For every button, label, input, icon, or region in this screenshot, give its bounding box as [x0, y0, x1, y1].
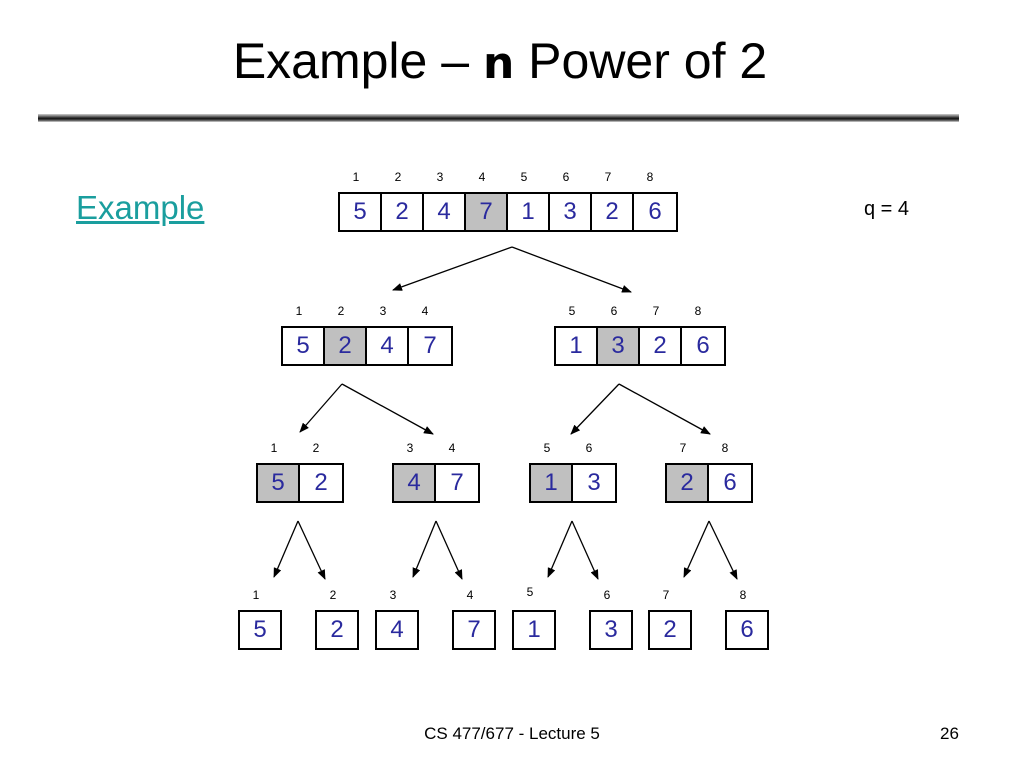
- slide-title: Example – n Power of 2: [0, 26, 1000, 99]
- cell-p34-1: 7: [436, 465, 478, 501]
- example-link[interactable]: Example: [76, 189, 205, 226]
- cell-p12-1: 2: [300, 465, 342, 501]
- arrow-root-right: [511, 246, 632, 293]
- index-label-p12-1: 2: [312, 441, 320, 455]
- index-label-root-1: 2: [394, 170, 402, 184]
- cell-right-2: 2: [640, 328, 682, 364]
- leaf-index-1: 1: [252, 588, 260, 602]
- cell-right-0: 1: [556, 328, 598, 364]
- index-label-root-6: 7: [604, 170, 612, 184]
- leaf-index-3: 3: [389, 588, 397, 602]
- leaf-cell-2: 2: [315, 610, 359, 650]
- leaf-cell-7: 2: [648, 610, 692, 650]
- leaf-index-8: 8: [739, 588, 747, 602]
- cell-p56-0: 1: [531, 465, 573, 501]
- index-label-root-4: 5: [520, 170, 528, 184]
- arrow-root-left: [392, 246, 513, 291]
- leaf-index-2: 2: [329, 588, 337, 602]
- index-label-p56-1: 6: [585, 441, 593, 455]
- cell-p78-1: 6: [709, 465, 751, 501]
- leaf-cell-6: 3: [589, 610, 633, 650]
- cell-root-6: 2: [592, 194, 634, 230]
- cell-left-3: 7: [409, 328, 451, 364]
- index-label-left-2: 3: [379, 304, 387, 318]
- index-label-p56-0: 5: [543, 441, 551, 455]
- cell-root-1: 2: [382, 194, 424, 230]
- arrow-p12-leaf2: [297, 520, 326, 580]
- cell-root-4: 1: [508, 194, 550, 230]
- title-suffix: Power of 2: [514, 33, 768, 89]
- cell-right-3: 6: [682, 328, 724, 364]
- arrow-p56-leaf5: [547, 520, 573, 578]
- arrow-right-p56: [570, 383, 620, 435]
- cell-root-2: 4: [424, 194, 466, 230]
- title-n: n: [482, 38, 515, 89]
- index-label-root-0: 1: [352, 170, 360, 184]
- cell-p34-0: 4: [394, 465, 436, 501]
- page-number: 26: [940, 724, 959, 743]
- arrow-p34-leaf3: [412, 520, 437, 578]
- index-label-p78-1: 8: [721, 441, 729, 455]
- arrow-p12-leaf1: [273, 520, 299, 578]
- leaf-cell-5: 1: [512, 610, 556, 650]
- index-label-right-2: 7: [652, 304, 660, 318]
- leaf-cell-8: 6: [725, 610, 769, 650]
- cell-root-0: 5: [340, 194, 382, 230]
- leaf-cell-4: 7: [452, 610, 496, 650]
- cell-p12-0: 5: [258, 465, 300, 501]
- cell-p56-1: 3: [573, 465, 615, 501]
- leaf-index-5: 5: [526, 585, 534, 599]
- index-label-root-2: 3: [436, 170, 444, 184]
- arrow-p78-leaf7: [683, 520, 710, 578]
- q-label: q = 4: [864, 198, 910, 220]
- arrow-p34-leaf4: [435, 520, 463, 580]
- index-label-right-0: 5: [568, 304, 576, 318]
- leaf-index-6: 6: [603, 588, 611, 602]
- index-label-left-0: 1: [295, 304, 303, 318]
- leaf-cell-3: 4: [375, 610, 419, 650]
- leaf-cell-1: 5: [238, 610, 282, 650]
- index-label-p78-0: 7: [679, 441, 687, 455]
- index-label-root-3: 4: [478, 170, 486, 184]
- index-label-p34-0: 3: [406, 441, 414, 455]
- leaf-index-7: 7: [662, 588, 670, 602]
- arrow-left-p34: [341, 383, 434, 435]
- cell-root-3: 7: [466, 194, 508, 230]
- index-label-p34-1: 4: [448, 441, 456, 455]
- leaf-index-4: 4: [466, 588, 474, 602]
- index-label-left-1: 2: [337, 304, 345, 318]
- title-prefix: Example –: [232, 33, 483, 89]
- cell-left-2: 4: [367, 328, 409, 364]
- cell-left-1: 2: [325, 328, 367, 364]
- index-label-root-7: 8: [646, 170, 654, 184]
- arrow-left-p12: [299, 383, 343, 433]
- title-divider: [38, 114, 959, 122]
- arrow-p56-leaf6: [571, 520, 599, 580]
- index-label-left-3: 4: [421, 304, 429, 318]
- arrow-p78-leaf8: [708, 520, 738, 580]
- arrow-right-p78: [618, 383, 711, 435]
- cell-root-7: 6: [634, 194, 676, 230]
- footer-text: CS 477/677 - Lecture 5: [424, 724, 600, 743]
- cell-right-1: 3: [598, 328, 640, 364]
- cell-p78-0: 2: [667, 465, 709, 501]
- index-label-p12-0: 1: [270, 441, 278, 455]
- cell-root-5: 3: [550, 194, 592, 230]
- index-label-root-5: 6: [562, 170, 570, 184]
- cell-left-0: 5: [283, 328, 325, 364]
- index-label-right-1: 6: [610, 304, 618, 318]
- index-label-right-3: 8: [694, 304, 702, 318]
